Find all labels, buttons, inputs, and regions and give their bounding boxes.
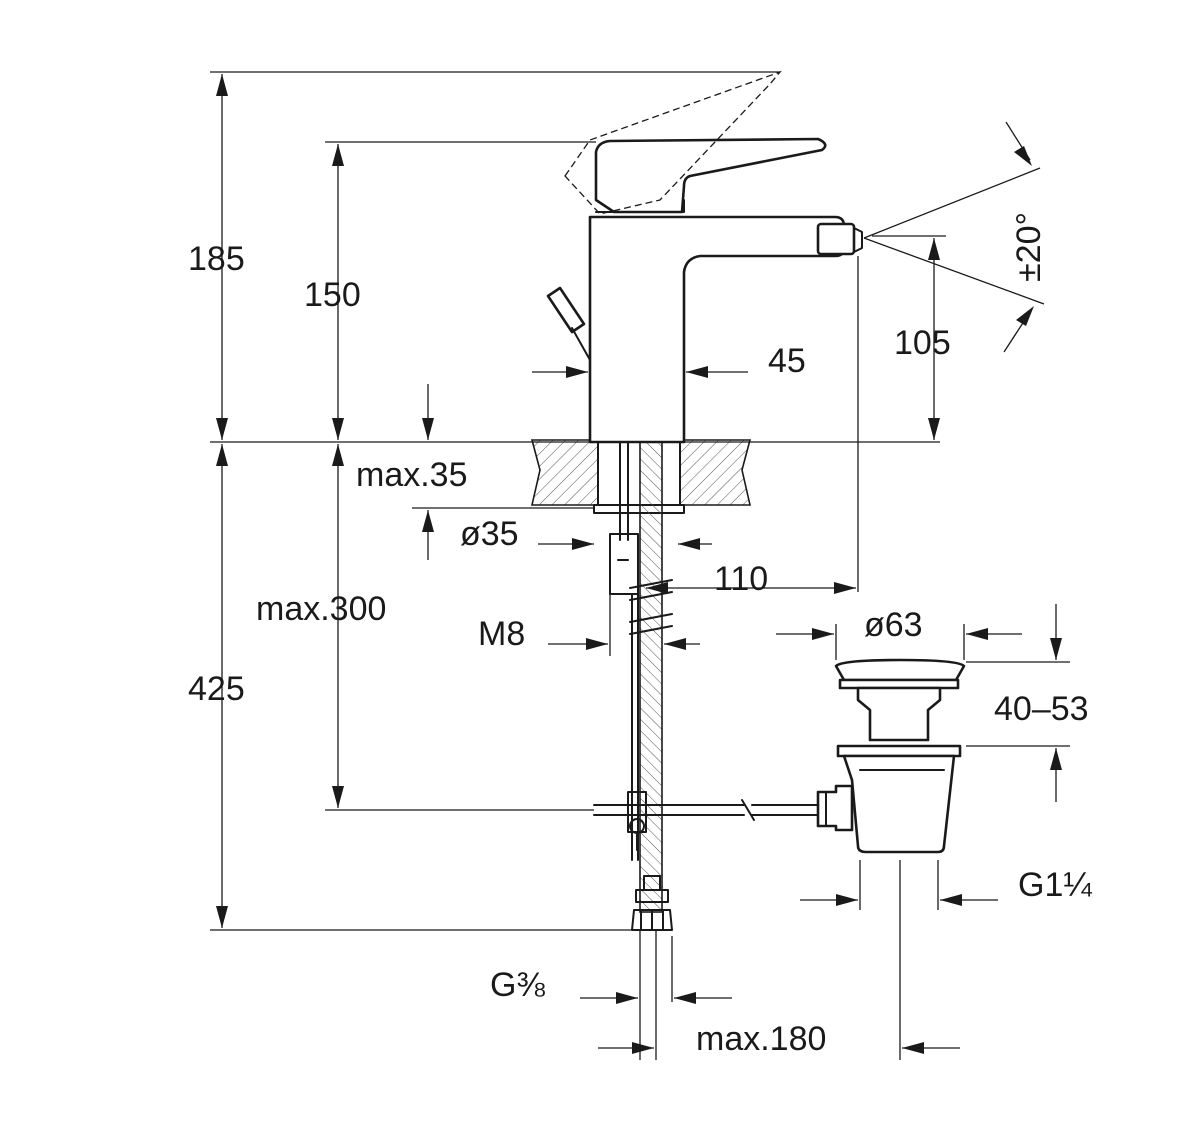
dim-stud-thread: M8 bbox=[478, 615, 525, 653]
pop-up-waste bbox=[816, 658, 966, 854]
dim-waste-range: 40–53 bbox=[994, 690, 1089, 728]
faucet-body bbox=[546, 70, 863, 444]
dim-waste-thread: G1¼ bbox=[1018, 866, 1092, 904]
dimension-labels: 185 150 105 45 max.35 ø35 110 max.300 M8… bbox=[188, 212, 1092, 1058]
countertop-section bbox=[210, 439, 940, 506]
dim-deck-thickness: max.35 bbox=[356, 456, 468, 494]
dim-spout-height: 105 bbox=[894, 324, 951, 362]
dim-lever-height: 150 bbox=[304, 276, 361, 314]
dim-spout-swivel: ±20° bbox=[1010, 212, 1048, 282]
dim-rod-length: max.180 bbox=[696, 1020, 826, 1058]
dim-hole-diameter: ø35 bbox=[460, 515, 519, 553]
dim-total-below-deck: 425 bbox=[188, 670, 245, 708]
dim-inlet-thread: G⅜ bbox=[490, 966, 545, 1004]
supply-assembly bbox=[593, 441, 819, 931]
dim-spout-projection: 110 bbox=[714, 560, 768, 598]
dimension-lines bbox=[210, 71, 1070, 1060]
dim-overall-height: 185 bbox=[188, 240, 245, 278]
dim-hose-length: max.300 bbox=[256, 590, 386, 628]
dim-waste-diameter: ø63 bbox=[864, 606, 923, 644]
dim-spout-reach: 45 bbox=[768, 342, 806, 380]
